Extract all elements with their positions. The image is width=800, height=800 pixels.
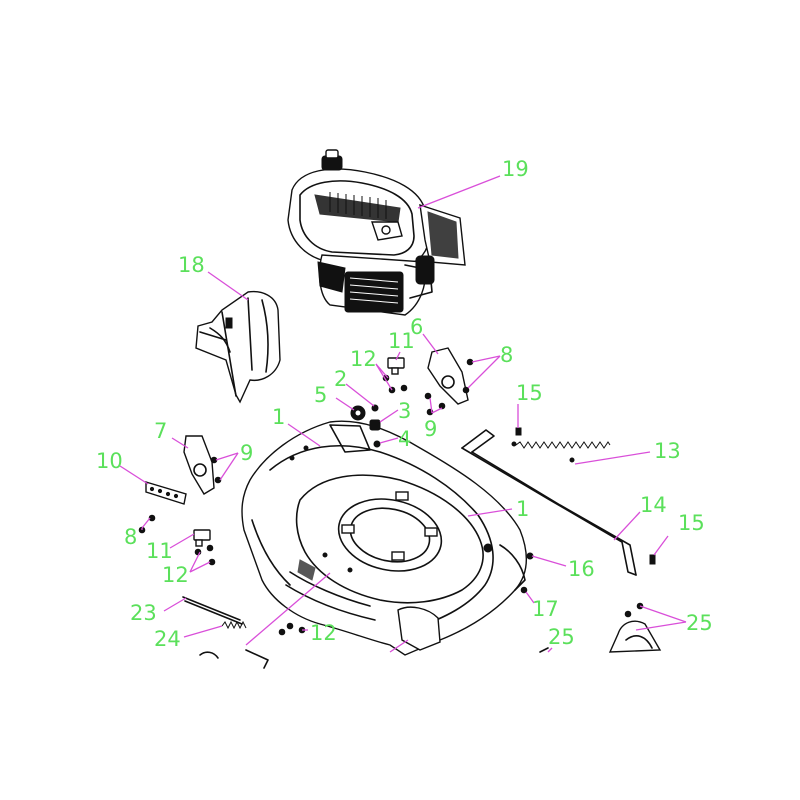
callout-24: 24 <box>154 627 181 651</box>
grass-deflector-part <box>195 290 281 404</box>
callout-3: 3 <box>398 399 411 423</box>
engine-part <box>287 149 466 316</box>
callout-15-right: 15 <box>678 511 705 535</box>
callout-6: 6 <box>410 315 423 339</box>
wheel-part <box>539 620 662 653</box>
rear-height-bracket-part <box>145 435 215 547</box>
callout-16: 16 <box>568 557 595 581</box>
leader-lines <box>119 175 687 653</box>
front-height-bracket-part <box>387 347 469 405</box>
callout-10: 10 <box>96 449 123 473</box>
callout-17: 17 <box>532 597 559 621</box>
callout-5: 5 <box>314 383 327 407</box>
callout-12-top: 12 <box>350 347 377 371</box>
callout-25-bottom: 25 <box>548 625 575 649</box>
callout-9-right: 9 <box>424 417 437 441</box>
callout-9-left: 9 <box>240 441 253 465</box>
pin-parts <box>515 427 656 565</box>
callout-12-left: 12 <box>162 563 189 587</box>
spring-part <box>511 441 611 463</box>
washers-nuts-part <box>138 358 644 636</box>
callout-13: 13 <box>654 439 681 463</box>
callout-14: 14 <box>640 493 667 517</box>
callout-2: 2 <box>334 367 347 391</box>
callout-11-left: 11 <box>146 539 173 563</box>
callout-11-top: 11 <box>388 329 415 353</box>
rear-rod-part <box>182 596 269 669</box>
callout-12-bottom: 12 <box>310 621 337 645</box>
adjustment-rod-part <box>461 429 637 576</box>
callout-19: 19 <box>502 157 529 181</box>
callout-15-top: 15 <box>516 381 543 405</box>
callout-8-right: 8 <box>500 343 513 367</box>
mower-deck-part <box>241 420 528 656</box>
callout-7: 7 <box>154 419 167 443</box>
callout-18: 18 <box>178 253 205 277</box>
callout-1-left: 1 <box>272 405 285 429</box>
callout-4: 4 <box>398 427 411 451</box>
callout-25-right: 25 <box>686 611 713 635</box>
callout-8-left: 8 <box>124 525 137 549</box>
callout-1-right: 1 <box>516 497 529 521</box>
callout-23: 23 <box>130 601 157 625</box>
